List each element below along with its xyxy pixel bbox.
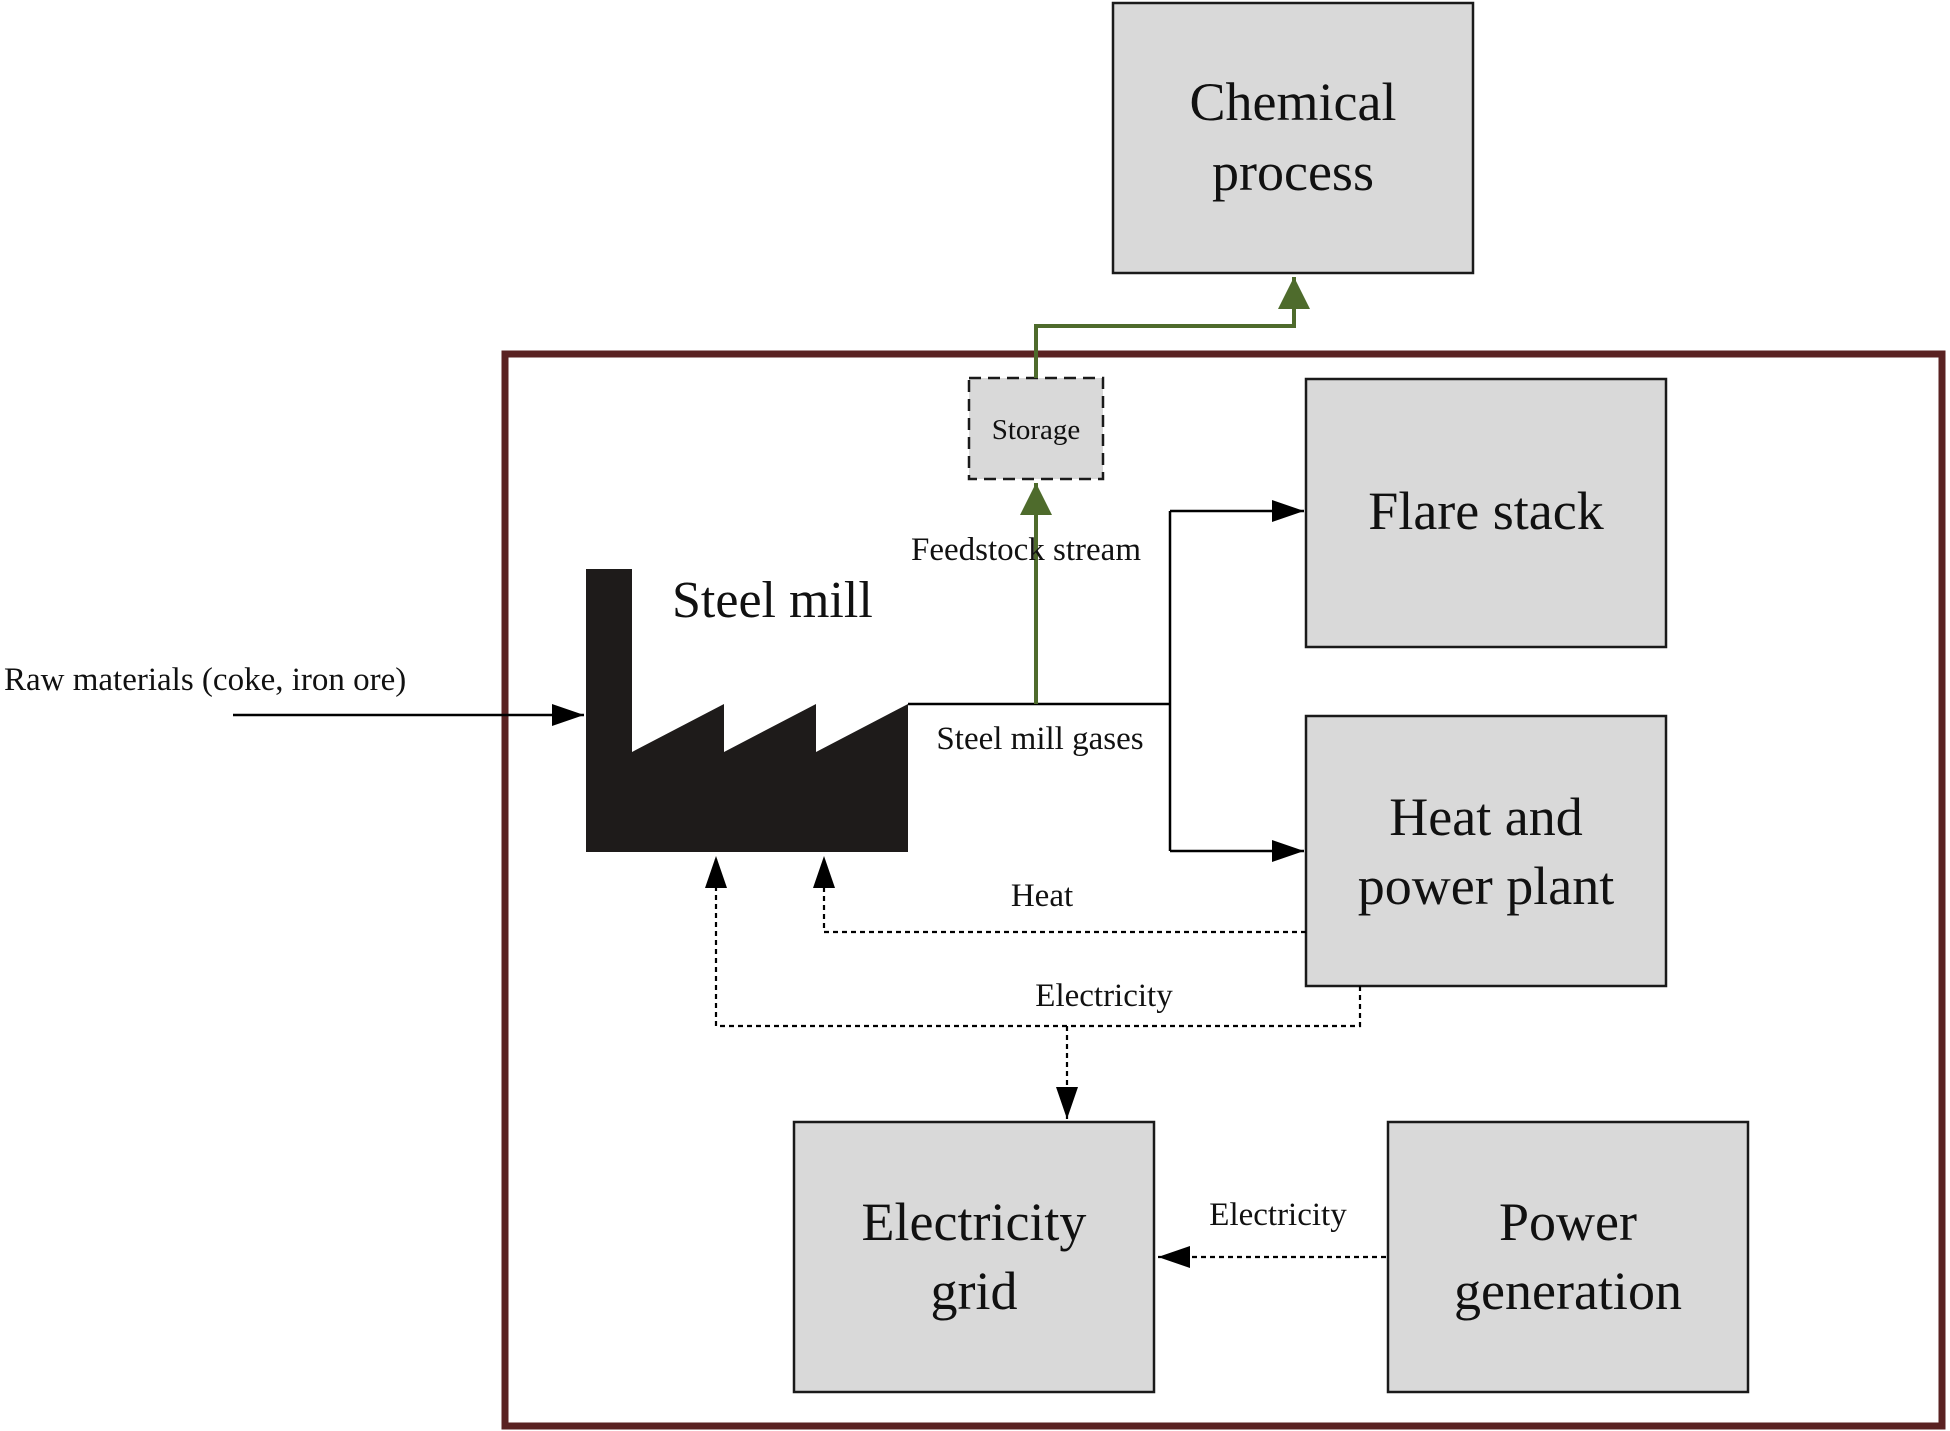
chemical-process-label-1: Chemical xyxy=(1190,72,1397,132)
system-boundary xyxy=(501,350,1946,1430)
electricity-lower-label: Electricity xyxy=(1209,1197,1347,1233)
storage-to-chemical-arrow xyxy=(1034,277,1310,378)
power-generation-label-2: generation xyxy=(1454,1261,1682,1321)
electricity-grid-label-1: Electricity xyxy=(862,1192,1087,1252)
electricity-grid-label-2: grid xyxy=(931,1261,1018,1321)
power-generation-label-1: Power xyxy=(1499,1192,1637,1252)
electricity-feedback-line xyxy=(716,986,1362,1028)
raw-materials-label: Raw materials (coke, iron ore) xyxy=(4,662,406,698)
heat-power-plant-label-1: Heat and xyxy=(1389,787,1582,847)
storage-label: Storage xyxy=(992,414,1081,446)
factory-icon xyxy=(586,569,908,852)
heat-power-plant-label-2: power plant xyxy=(1358,856,1614,916)
steel-mill-label: Steel mill xyxy=(672,572,873,629)
flare-stack-label: Flare stack xyxy=(1368,481,1603,541)
electricity-grid-box: Electricity grid xyxy=(792,1120,1156,1394)
steel-mill-gases-label: Steel mill gases xyxy=(936,721,1143,757)
heat-return-arrow xyxy=(813,856,1306,934)
power-generation-box: Power generation xyxy=(1386,1120,1750,1394)
electricity-upper-label: Electricity xyxy=(1035,978,1173,1014)
chemical-process-label-2: process xyxy=(1212,142,1374,202)
heat-label: Heat xyxy=(1011,878,1073,914)
storage-box: Storage xyxy=(967,376,1105,481)
chemical-process-box: Chemical process xyxy=(1111,1,1475,275)
feedstock-stream-label: Feedstock stream xyxy=(911,532,1141,568)
heat-power-plant-box: Heat and power plant xyxy=(1304,714,1668,988)
flare-stack-box: Flare stack xyxy=(1304,377,1668,649)
